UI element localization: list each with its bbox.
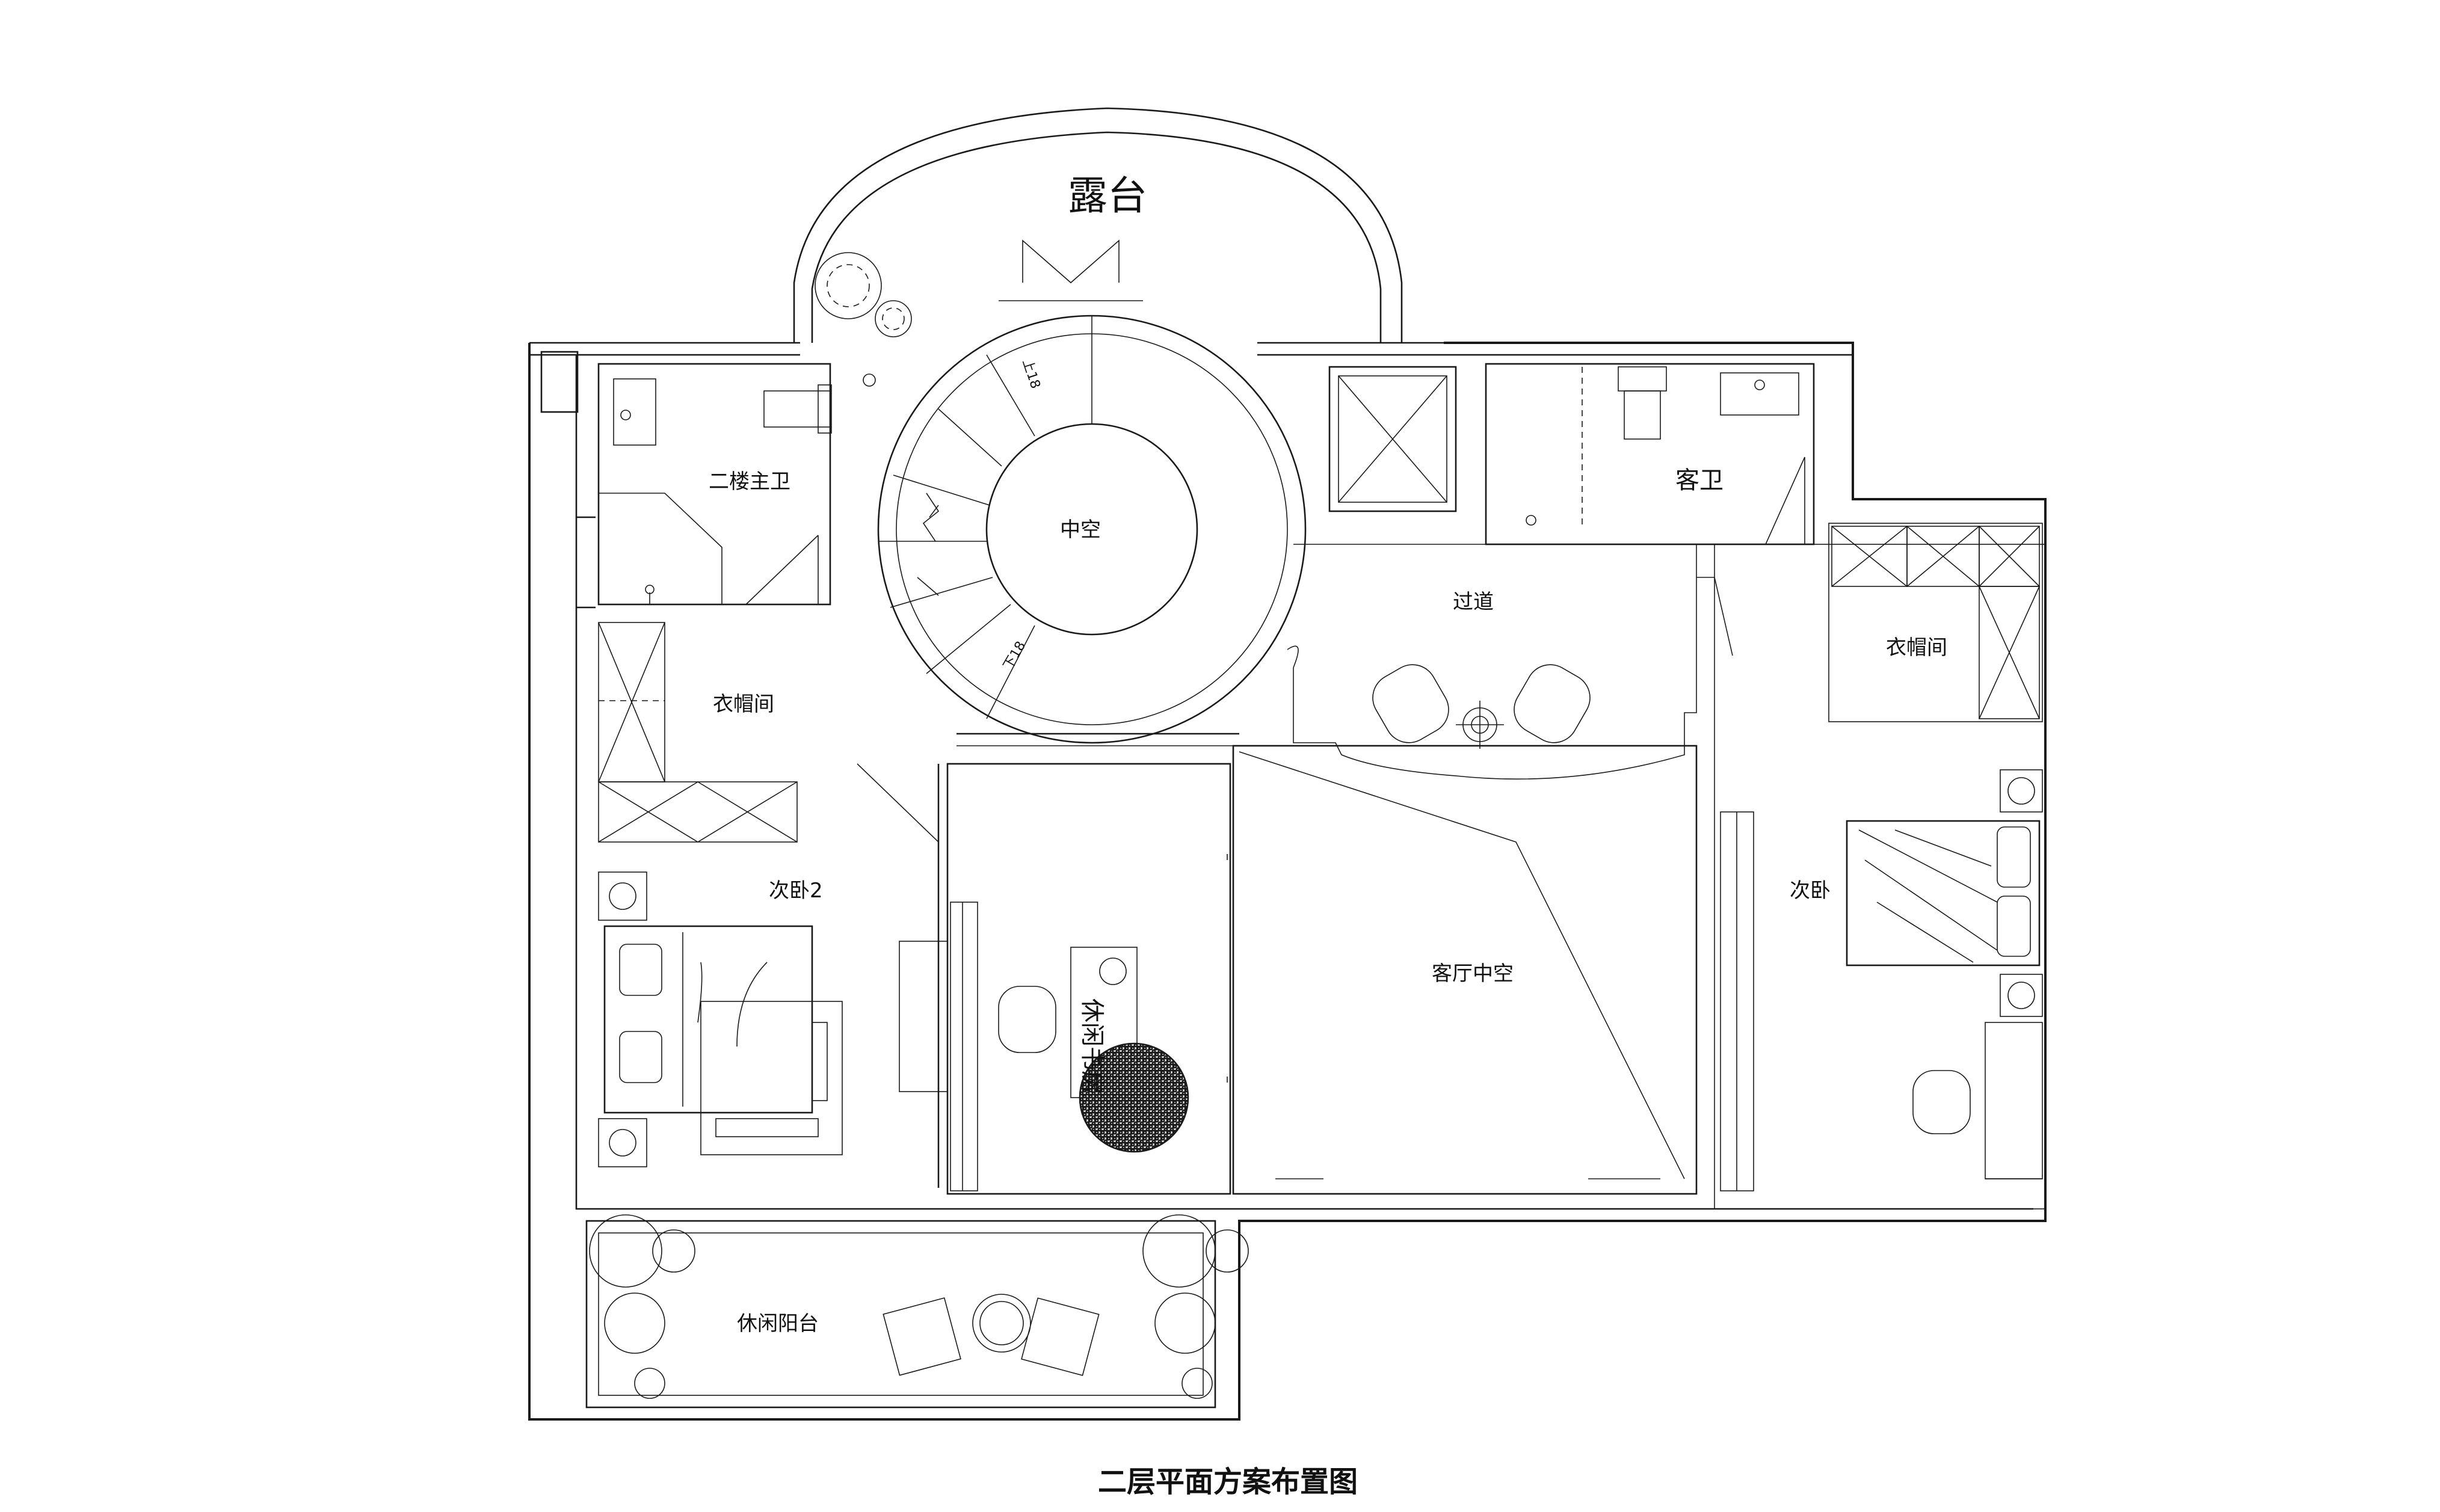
wardrobe-right-label: 衣帽间	[1886, 636, 1947, 660]
wardrobe-right: 衣帽间	[1828, 523, 2043, 722]
terrace-area: 露台	[793, 107, 1403, 343]
living-void-label: 客厅中空	[1432, 962, 1514, 986]
shaft	[1328, 366, 1457, 512]
master-bath: 二楼主卫	[597, 363, 876, 606]
terrace-label: 露台	[1068, 173, 1147, 219]
drawing-title: 二层平面方案布置图	[1098, 1465, 1358, 1499]
corridor: 过道	[1287, 544, 1697, 780]
spiral-stair: 中空 上18 下18	[877, 315, 1307, 746]
balcony-label: 休闲阳台	[737, 1312, 819, 1336]
corridor-label: 过道	[1453, 590, 1494, 614]
guest-bath: 客卫	[1485, 363, 1815, 545]
bedroom-right: 次卧	[1696, 544, 2046, 1209]
void-label: 中空	[1060, 518, 1101, 542]
guest-bath-label: 客卫	[1675, 467, 1724, 494]
wardrobe-left-label: 衣帽间	[713, 692, 774, 716]
stair-down-label: 下18	[1001, 639, 1029, 672]
bedroom2-label: 次卧2	[769, 879, 823, 903]
master-bath-label: 二楼主卫	[709, 470, 790, 494]
living-void: 客厅中空	[1232, 745, 1698, 1195]
study-label: 休闲书房	[1078, 998, 1106, 1095]
stair-up-label: 上18	[1019, 357, 1043, 390]
leisure-balcony: 休闲阳台	[585, 1214, 1249, 1409]
bedroom-2: 次卧2	[598, 763, 948, 1188]
exterior-walls	[528, 342, 2047, 1421]
bedroom-right-label: 次卧	[1790, 879, 1831, 903]
wardrobe-left: 衣帽间	[598, 622, 798, 843]
study: 休闲书房	[946, 763, 1231, 1195]
